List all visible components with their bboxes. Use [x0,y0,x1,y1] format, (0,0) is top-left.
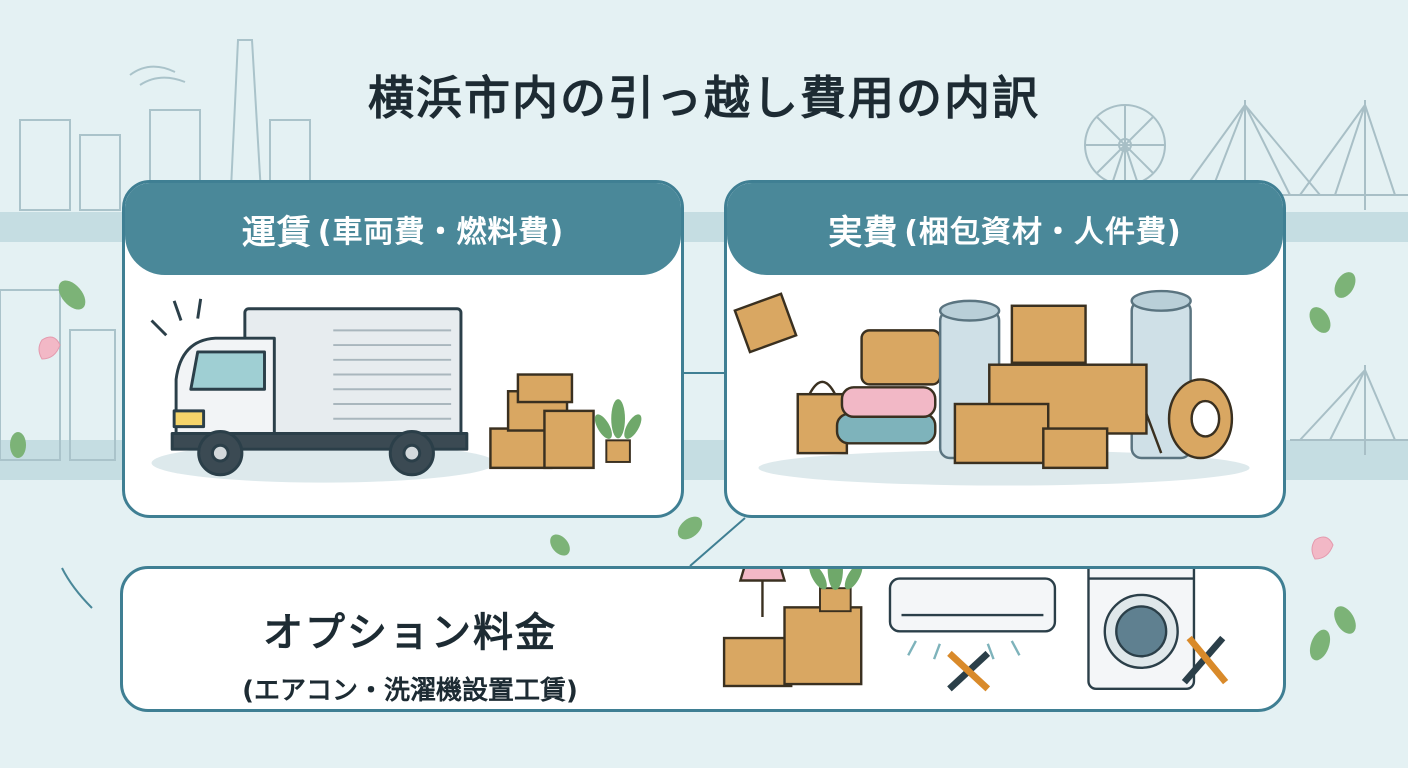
screwdriver-icon [1181,635,1229,685]
card-fare: 運賃 (車両費・燃料費) [122,180,684,518]
lamp-icon [738,569,787,617]
card-fare-illustration [150,298,642,483]
card-actual-costs-title: 実費 [828,212,899,253]
washing-machine-icon [1087,569,1196,691]
wrench-icon [947,650,991,692]
card-fare-subtitle: (車両費・燃料費) [317,215,565,250]
page-title: 横浜市内の引っ越し費用の内訳 [368,71,1040,125]
motion-lines [150,298,203,337]
card-options-title: オプション料金 [263,610,557,656]
options-text: オプション料金 (エアコン・洗濯機設置工賃) [150,600,670,707]
box-icon [733,292,1148,470]
truck-icon [170,307,469,477]
card-actual-costs: 実費 (梱包資材・人件費) [724,180,1286,518]
box-icon [489,373,595,470]
left-buildings [0,39,311,461]
card-actual-costs-subtitle: (梱包資材・人件費) [904,215,1182,250]
bag-icon [796,380,849,455]
wind-swirl [61,567,93,609]
air-conditioner-icon [888,577,1057,660]
towel-icon [835,329,942,445]
card-options-subtitle: (エアコン・洗濯機設置工賃) [242,676,578,706]
plant-icon [809,569,863,613]
box-icon [722,606,863,688]
tape-icon [1145,378,1234,460]
card-actual-costs-header: 実費 (梱包資材・人件費) [727,183,1283,275]
card-options-illustration [722,569,1229,692]
card-fare-header: 運賃 (車両費・燃料費) [125,183,681,275]
plant-icon [594,399,642,463]
connector-line [689,517,746,567]
card-fare-title: 運賃 [241,212,312,253]
card-options [120,566,1286,712]
card-actual-costs-illustration [733,289,1250,486]
